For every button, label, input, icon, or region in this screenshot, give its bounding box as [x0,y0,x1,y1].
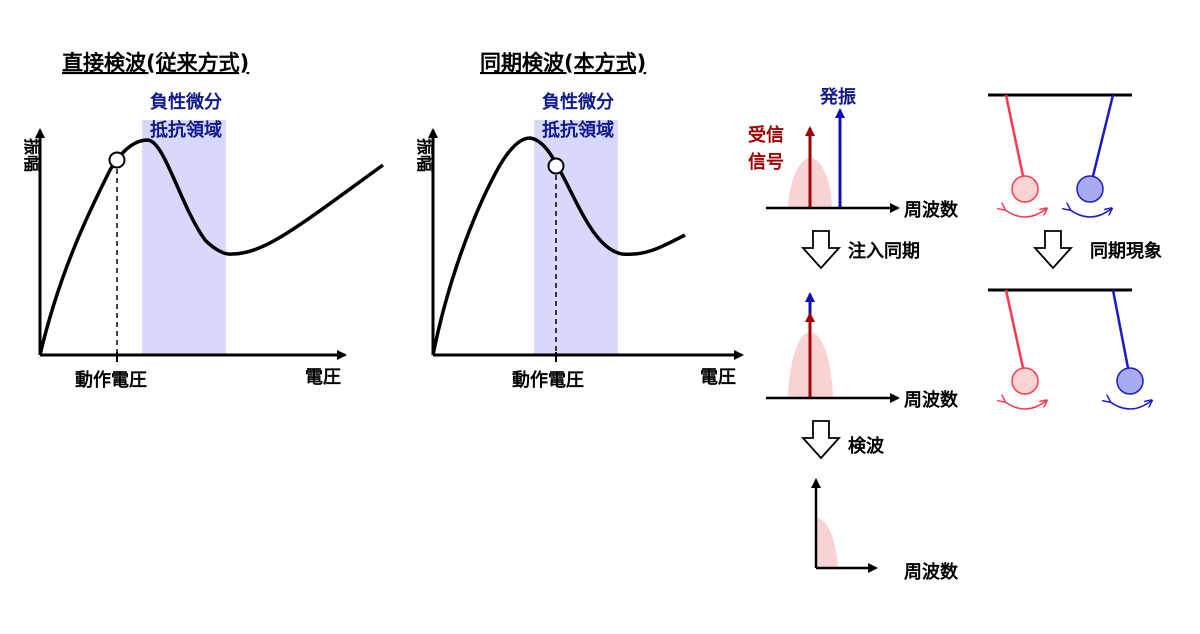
pendulums-unsynchronized [988,93,1132,218]
detected-signal-band [816,518,838,568]
synchronization-label: 同期現象 [1090,240,1162,262]
ndr-region-label-line2: 抵抗領域 [150,119,222,141]
spectrum-before-lock: 発振 受信 信号 周波数 [748,86,959,221]
swing-arrow-icon [1109,401,1151,410]
y-axis-label: 振幅 [21,138,42,172]
down-arrow-icon [1032,230,1074,270]
down-arrow-icon [800,230,842,270]
amplitude-curve [431,136,686,356]
operating-point-label: 動作電圧 [75,369,147,391]
injection-lock-label: 注入同期 [848,240,920,262]
spectrum-diagram: 発振 受信 信号 周波数 注入同期 周波数 検波 周波数 [748,86,959,583]
synchronous-detection-panel: 同期検波(本方式) 負性微分 抵抗領域 振幅 電圧 動作電圧 [414,51,744,391]
pendulum-string-blue [1091,94,1115,177]
operating-point-marker [547,157,565,175]
frequency-label: 周波数 [904,389,959,411]
received-signal-label-line2: 信号 [748,151,784,173]
oscillation-label: 発振 [819,86,856,108]
ndr-region [142,120,226,354]
pendulum-analogy: 同期現象 [988,93,1162,410]
frequency-label: 周波数 [904,561,959,583]
x-axis-label: 電圧 [700,367,736,388]
received-signal-label-line1: 受信 [748,124,784,146]
pendulum-bob-red [1011,367,1039,395]
ndr-region [534,120,618,354]
ndr-region-label-line2: 抵抗領域 [542,119,614,141]
down-arrow-icon [800,420,842,460]
swing-arrow-icon [1004,401,1046,410]
direct-detection-panel: 直接検波(従来方式) 負性微分 抵抗領域 振幅 電圧 動作電圧 [21,51,385,391]
pendulum-bob-red [1011,175,1039,203]
frequency-label: 周波数 [904,199,959,221]
spectrum-after-lock: 周波数 [766,292,959,411]
y-axis-label: 振幅 [414,138,435,172]
swing-arrow-icon [1069,209,1111,218]
operating-point-label: 動作電圧 [512,369,584,391]
operating-point-marker [108,151,126,169]
pendulum-string-red [1004,289,1025,369]
pendulum-bob-blue [1076,175,1104,203]
ndr-region-label-line1: 負性微分 [542,91,614,113]
detection-label: 検波 [848,435,885,457]
direct-detection-title: 直接検波(従来方式) [62,51,249,75]
spectrum-detected: 周波数 [811,478,959,583]
pendulums-synchronized [988,288,1151,410]
x-axis-label: 電圧 [305,367,341,388]
ndr-region-label-line1: 負性微分 [150,91,222,113]
amplitude-curve [38,138,385,356]
synchronous-detection-title: 同期検波(本方式) [480,51,646,75]
pendulum-string-blue [1111,289,1130,369]
pendulum-string-red [1004,94,1025,177]
swing-arrow-icon [1004,209,1046,218]
pendulum-bob-blue [1116,367,1144,395]
